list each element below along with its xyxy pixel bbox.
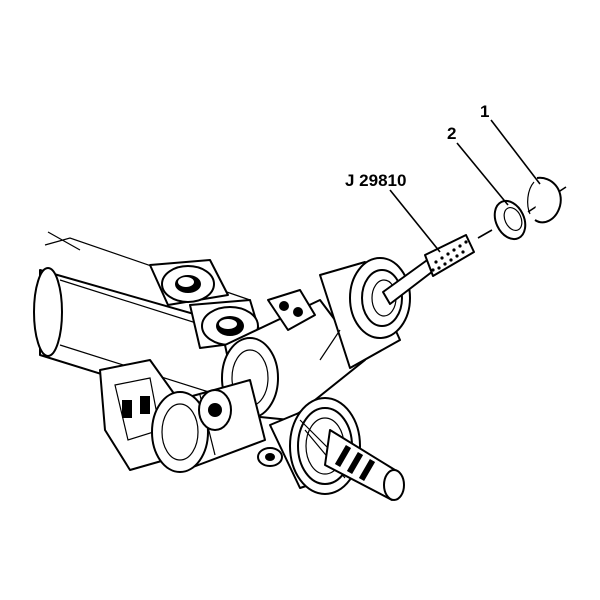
assembly-centerline	[477, 229, 493, 239]
leader-item-2	[456, 142, 509, 206]
seal-item-2	[493, 199, 527, 241]
pinion-shaft	[324, 429, 405, 501]
end-housing	[151, 379, 266, 473]
input-housing	[319, 257, 411, 369]
leader-tool	[389, 189, 441, 253]
mounting-boss-upper	[149, 259, 229, 306]
leader-item-1	[490, 119, 541, 185]
label-tool: J 29810	[345, 171, 406, 190]
mounting-lug	[257, 447, 283, 467]
label-item-2: 2	[447, 124, 456, 143]
retaining-ring-item-1	[527, 176, 562, 224]
rack-housing	[33, 231, 251, 421]
label-item-1: 1	[480, 102, 489, 121]
tool-j29810	[382, 234, 475, 305]
